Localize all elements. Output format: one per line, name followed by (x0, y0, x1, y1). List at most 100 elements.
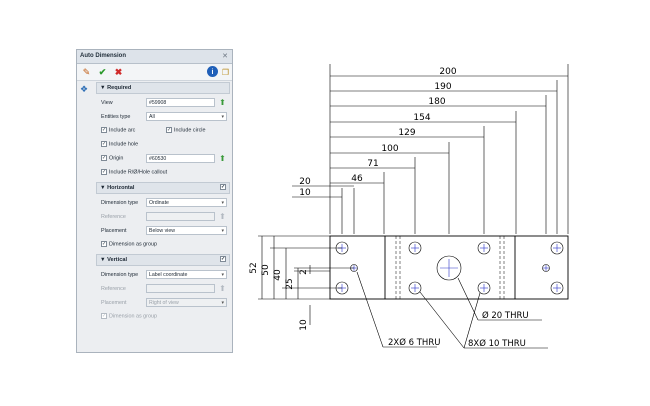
entities-select[interactable]: All ▾ (146, 112, 227, 121)
include-hole-checkbox[interactable]: ✓Include hole (101, 141, 139, 148)
v-reference-row: Reference ⬆ (96, 282, 230, 296)
v-dim-type-row: Dimension type Label coordinate ▾ (96, 268, 230, 282)
section-horizontal[interactable]: ▼ Horizontal✓ (96, 182, 230, 194)
v-placement-select: Right of view ▾ (146, 298, 227, 307)
v-as-group-row: ✓Dimension as group (96, 310, 230, 324)
h-as-group-label: Dimension as group (109, 241, 157, 248)
h-reference-label: Reference (101, 214, 126, 220)
origin-label: Origin (109, 155, 124, 162)
h-placement-select[interactable]: Below view ▾ (146, 226, 227, 235)
chevron-down-icon: ▾ (221, 200, 224, 206)
h-placement-label: Placement (101, 228, 127, 234)
h-placement-value: Below view (149, 228, 175, 234)
panel-toolbar: ✎ ✔ ✖ i ❐ (77, 64, 232, 81)
help-doc-icon[interactable]: ❐ (221, 68, 230, 77)
hole-centerlines (338, 244, 561, 292)
view-cube-icon[interactable]: ❖ (80, 84, 89, 94)
include-callout-label: Include R/Ø/Hole callout (109, 169, 168, 176)
dim-71: 71 (367, 159, 378, 169)
vertical-dimensions: 52 50 40 25 2 10 (249, 235, 354, 331)
pick-arrow-icon[interactable]: ⬆ (219, 154, 226, 163)
dim-v-10: 10 (299, 319, 309, 331)
dim-180: 180 (428, 97, 445, 107)
panel-content: ▼ Required View #59908 ⬆ Entities type A… (96, 82, 230, 324)
chevron-down-icon: ▾ (221, 228, 224, 234)
dim-v-52: 52 (249, 262, 259, 273)
include-arc-circle-row: ✓Include arc ✓Include circle (96, 124, 230, 138)
hole-callouts: 2XØ 6 THRU Ø 20 THRU 8XØ 10 THRU (356, 271, 548, 349)
dim-200: 200 (439, 67, 456, 77)
h-as-group-row: ✓Dimension as group (96, 238, 230, 252)
include-circle-label: Include circle (174, 127, 206, 134)
dim-46: 46 (351, 174, 363, 184)
section-vertical-title: Vertical (107, 257, 127, 263)
origin-field[interactable]: #60530 (146, 154, 215, 163)
callout-8x-10-thru: 8XØ 10 THRU (468, 338, 526, 349)
origin-row: ✓Origin #60530 ⬆ (96, 152, 230, 166)
section-horizontal-title: Horizontal (107, 185, 135, 191)
chevron-down-icon: ▾ (221, 300, 224, 306)
close-icon[interactable]: ✕ (222, 53, 228, 60)
h-reference-row: Reference ⬆ (96, 210, 230, 224)
entities-label: Entities type (101, 114, 131, 120)
entities-value: All (149, 114, 155, 120)
part-outline (329, 235, 569, 300)
include-callout-checkbox[interactable]: ✓Include R/Ø/Hole callout (101, 169, 168, 176)
pick-arrow-icon: ⬆ (219, 212, 226, 221)
dim-10: 10 (299, 188, 311, 198)
pick-arrow-icon: ⬆ (219, 284, 226, 293)
include-hole-label: Include hole (109, 141, 139, 148)
include-arc-checkbox[interactable]: ✓Include arc (101, 127, 136, 134)
view-field[interactable]: #59908 (146, 98, 215, 107)
v-dim-type-value: Label coordinate (149, 272, 188, 278)
v-reference-label: Reference (101, 286, 126, 292)
dim-100: 100 (381, 144, 398, 154)
callout-20-thru: Ø 20 THRU (482, 310, 529, 321)
h-reference-field (146, 212, 215, 221)
section-required[interactable]: ▼ Required (96, 82, 230, 94)
h-dim-type-label: Dimension type (101, 200, 139, 206)
dim-129: 129 (398, 128, 415, 138)
h-dim-type-row: Dimension type Ordinate ▾ (96, 196, 230, 210)
panel-title: Auto Dimension (80, 53, 126, 59)
dim-v-2: 2 (299, 269, 309, 275)
h-as-group-checkbox[interactable]: ✓Dimension as group (101, 241, 157, 248)
v-reference-field (146, 284, 215, 293)
chevron-down-icon: ▾ (221, 114, 224, 120)
chevron-down-icon: ▾ (221, 272, 224, 278)
ok-check-icon[interactable]: ✔ (98, 67, 107, 77)
h-dim-type-value: Ordinate (149, 200, 169, 206)
include-callout-row: ✓Include R/Ø/Hole callout (96, 166, 230, 180)
info-icon[interactable]: i (207, 66, 218, 77)
auto-dimension-panel: Auto Dimension ✕ ✎ ✔ ✖ i ❐ ❖ ▼ Required … (76, 49, 233, 353)
dim-v-40: 40 (273, 269, 283, 281)
v-placement-label: Placement (101, 300, 127, 306)
dim-v-50: 50 (261, 264, 271, 276)
vertical-enable-checkbox[interactable]: ✓ (220, 256, 226, 262)
side-column: ❖ (77, 80, 94, 352)
entities-row: Entities type All ▾ (96, 110, 230, 124)
panel-titlebar: Auto Dimension ✕ (77, 50, 232, 64)
view-row: View #59908 ⬆ (96, 96, 230, 110)
h-placement-row: Placement Below view ▾ (96, 224, 230, 238)
v-dim-type-select[interactable]: Label coordinate ▾ (146, 270, 227, 279)
include-circle-checkbox[interactable]: ✓Include circle (166, 127, 206, 134)
callout-2x-6-thru: 2XØ 6 THRU (388, 337, 440, 348)
dim-190: 190 (434, 82, 451, 92)
dim-v-25: 25 (285, 278, 295, 289)
cancel-x-icon[interactable]: ✖ (114, 67, 123, 77)
origin-checkbox[interactable]: ✓Origin (101, 155, 124, 162)
horizontal-enable-checkbox[interactable]: ✓ (220, 184, 226, 190)
include-hole-row: ✓Include hole (96, 138, 230, 152)
section-vertical[interactable]: ▼ Vertical✓ (96, 254, 230, 266)
pick-arrow-icon[interactable]: ⬆ (219, 98, 226, 107)
v-as-group-checkbox: ✓Dimension as group (101, 313, 157, 320)
dimension-tool-icon[interactable]: ✎ (82, 67, 91, 77)
include-arc-label: Include arc (109, 127, 136, 134)
v-dim-type-label: Dimension type (101, 272, 139, 278)
v-placement-value: Right of view (149, 300, 179, 306)
v-as-group-label: Dimension as group (109, 313, 157, 320)
view-label: View (101, 100, 113, 106)
h-dim-type-select[interactable]: Ordinate ▾ (146, 198, 227, 207)
